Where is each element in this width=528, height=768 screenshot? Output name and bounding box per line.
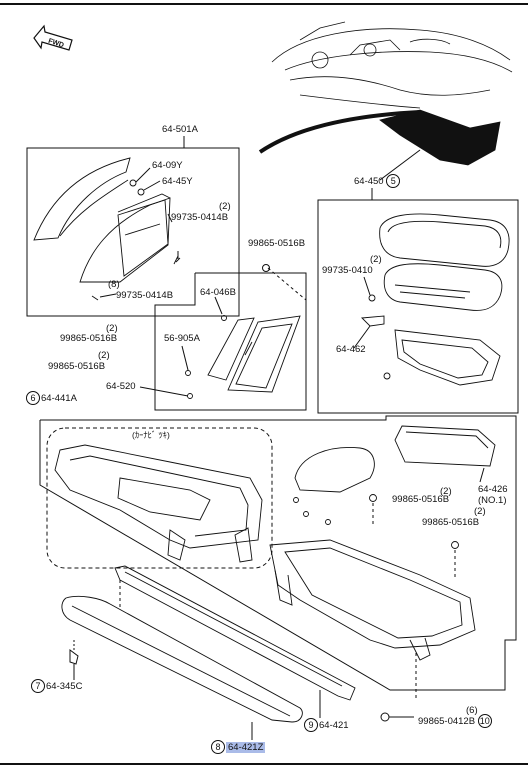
callout-number: 5 xyxy=(386,174,401,188)
label-64-426: 64-426 xyxy=(478,484,508,495)
part-number: 64-345C xyxy=(46,681,83,692)
label-64-09Y: 64-09Y xyxy=(152,160,183,171)
qty-label: (2) xyxy=(440,486,452,497)
clip-99865-0516B xyxy=(262,264,270,272)
label-64-45Y: 64-45Y xyxy=(162,176,193,187)
vehicle-interior-sketch xyxy=(258,21,513,181)
callout-number: 6 xyxy=(26,391,40,405)
qty-label: (2) xyxy=(106,323,118,334)
label-no1: (NO.1) xyxy=(478,495,507,506)
part-64-046B-drawing xyxy=(185,315,301,399)
label-64-501A: 64-501A xyxy=(162,124,198,135)
fwd-arrow-icon xyxy=(33,24,73,51)
part-64-421-drawing xyxy=(61,565,356,723)
qty-label: (6) xyxy=(466,705,478,716)
part-64-441A-drawing xyxy=(54,425,496,661)
qty-label: (8) xyxy=(108,279,120,290)
label-99735-0410: 99735-0410 xyxy=(322,265,373,276)
bolt-99865-0412B xyxy=(380,712,390,722)
box-64-501A xyxy=(26,147,240,317)
qty-label: (2) xyxy=(98,350,110,361)
callout-number: 7 xyxy=(31,679,45,693)
qty-label: (2) xyxy=(474,506,486,517)
label-99865-0516B: 99865-0516B xyxy=(248,238,306,249)
qty-label: (2) xyxy=(370,254,382,265)
label-56-905A: 56-905A xyxy=(164,333,200,344)
part-number: 64-450 xyxy=(354,176,384,187)
callout-number: 10 xyxy=(477,714,492,728)
top-rule xyxy=(0,3,528,5)
label-99865-0516B: 99865-0516B xyxy=(422,517,480,528)
part-number: 99865-0412B xyxy=(418,716,476,727)
part-64-501A-drawing xyxy=(33,157,181,301)
car-navi-dashed-region xyxy=(46,427,273,569)
label-99865-0516B: 99865-0516B xyxy=(48,361,106,372)
box-64-441A xyxy=(39,415,517,691)
label-64-462: 64-462 xyxy=(336,344,366,355)
callout-number: 9 xyxy=(304,718,318,732)
bottom-rule xyxy=(0,763,528,765)
part-64-345C-drawing xyxy=(69,649,79,665)
label-99865-0516B: 99865-0516B xyxy=(392,494,450,505)
part-number-highlighted: 64-421Z xyxy=(226,742,266,753)
qty-label: (2) xyxy=(219,201,231,212)
label-64-520: 64-520 xyxy=(106,381,136,392)
callout-number: 8 xyxy=(211,740,225,754)
part-number: 64-441A xyxy=(41,393,77,404)
label-64-046B: 64-046B xyxy=(200,287,236,298)
box-64-450 xyxy=(317,199,519,414)
car-navi-label: (ｶｰﾅﾋﾞ ﾂｷ) xyxy=(132,430,170,440)
box-64-046B xyxy=(154,272,307,411)
label-99865-0412B: 99865-0412B 10 xyxy=(418,714,493,728)
label-99865-0516B: 99865-0516B xyxy=(60,333,118,344)
label-64-450: 64-450 5 xyxy=(354,174,401,188)
part-64-450-drawing xyxy=(361,213,510,386)
part-number: 64-421 xyxy=(319,720,349,731)
label-99735-0414B: 99735-0414B xyxy=(171,212,229,223)
label-99735-0414B: 99735-0414B xyxy=(116,290,174,301)
